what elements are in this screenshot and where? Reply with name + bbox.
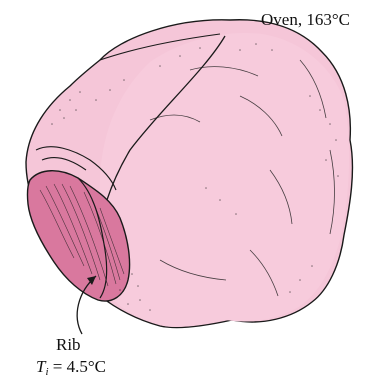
initial-temperature-label: Ti = 4.5°C — [36, 358, 106, 378]
oven-temperature-label: Oven, 163°C — [261, 11, 350, 28]
initial-temp-value: = 4.5°C — [49, 357, 106, 376]
rib-label: Rib — [56, 336, 81, 353]
